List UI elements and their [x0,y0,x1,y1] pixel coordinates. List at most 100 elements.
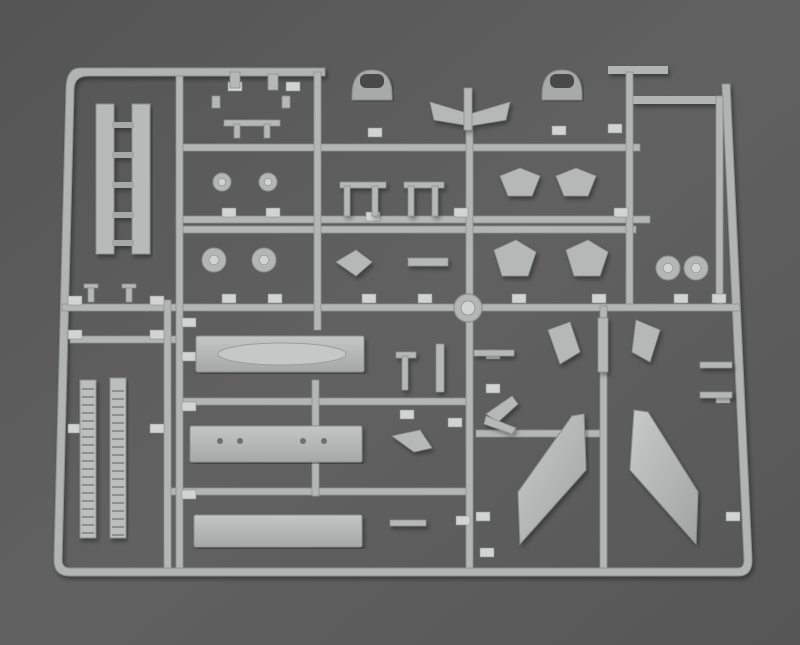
center-sprue-hub-inner [460,300,476,316]
sprue-runner-horizontal [175,215,651,224]
wheel-hub-parts [201,172,709,281]
part-number-tab [149,295,165,306]
part-number-tab [181,489,197,500]
perforated-panel-part [189,425,363,463]
rail-tick [82,524,94,526]
rail-tick [82,484,94,486]
sprue-runner-vertical [715,95,724,305]
part-number-tab [149,329,165,340]
sprue-runner-horizontal [175,143,641,152]
small-pin-parts [83,71,291,303]
rail-tick [112,534,124,536]
flat-panel-part [193,514,363,548]
part-number-tab [479,547,495,558]
sprue-runner-vertical [465,117,474,569]
wheel-hub-center [218,178,226,186]
rail-parts-bottom-left [79,377,127,539]
sprue-right-inner-bar [632,96,718,104]
part-number-tab [181,351,197,362]
rail-tick [112,518,124,520]
rail-tick [112,486,124,488]
part-number-tab [485,383,501,394]
rail-tick [82,500,94,502]
rail-tick [112,526,124,528]
part-number-tab [67,295,83,306]
part-number-tab [67,329,83,340]
rail-tick [112,462,124,464]
rail-tick [82,428,94,430]
rail-tick-marks [82,388,124,536]
rail-tick [112,438,124,440]
rail-tick [112,406,124,408]
part-number-tab [221,207,237,218]
part-number-tab [475,511,491,522]
part-number-tab [551,125,567,136]
sprue-runner-horizontal [175,225,637,234]
rail-tick [82,436,94,438]
part-number-tab [181,317,197,328]
part-number-tab [591,293,607,304]
part-number-tab [267,293,283,304]
rail-tick [82,492,94,494]
part-number-tab [181,401,197,412]
rail-tick [82,404,94,406]
rail-tick [112,502,124,504]
part-number-tab [417,293,433,304]
wheel-hub-center [662,262,674,274]
part-number-tab [447,417,463,428]
part-number-tab [399,409,415,420]
rail-tick [112,414,124,416]
sprue-runner-vertical [163,299,172,569]
rail-tick [112,470,124,472]
rail-tick [82,532,94,534]
rail-tick [82,396,94,398]
part-number-tab [711,293,727,304]
wheel-hub-center [258,254,270,266]
rail-tick [112,390,124,392]
part-number-tab [221,293,237,304]
sprue-runners [61,71,741,569]
rail-tick [112,446,124,448]
rail-tick [82,388,94,390]
rail-tick [82,452,94,454]
part-number-tab [455,515,471,526]
ladder-part-top-left [95,103,151,255]
wheel-hub-center [208,254,220,266]
rail-tick [112,422,124,424]
part-number-tab [265,207,281,218]
part-number-tab [361,293,377,304]
part-number-tab [725,511,741,522]
sprue-outer-frame [53,67,753,577]
rail-tick [82,444,94,446]
rail-tick [112,478,124,480]
intake-dome-right [541,69,583,101]
intake-dome-left [351,69,393,101]
rail-tick [82,508,94,510]
rail-tick [82,412,94,414]
sprue-runner-vertical [599,305,608,569]
part-number-tab [367,127,383,138]
sprue-part-number-tabs [67,81,741,558]
rail-tick [112,398,124,400]
rail-tick [112,494,124,496]
rail-tick [112,510,124,512]
stabilizer-part-right [629,409,699,546]
bracket-parts-center [335,87,733,527]
part-number-tab [511,293,527,304]
part-number-tab [149,423,165,434]
sprue-frame-group [53,66,753,577]
rail-tick [82,420,94,422]
sprue-runner-vertical [313,71,322,331]
rail-tick [112,430,124,432]
rail-tick [82,516,94,518]
part-number-tab [453,207,469,218]
wheel-hub-center [264,178,272,186]
part-number-tab [607,123,623,134]
stabilizer-part-left [517,413,587,546]
sprue-runner-horizontal [61,303,741,312]
sprue-runner-vertical [625,71,634,305]
sprue-top-right-runner [608,66,668,74]
part-number-tab [673,293,689,304]
